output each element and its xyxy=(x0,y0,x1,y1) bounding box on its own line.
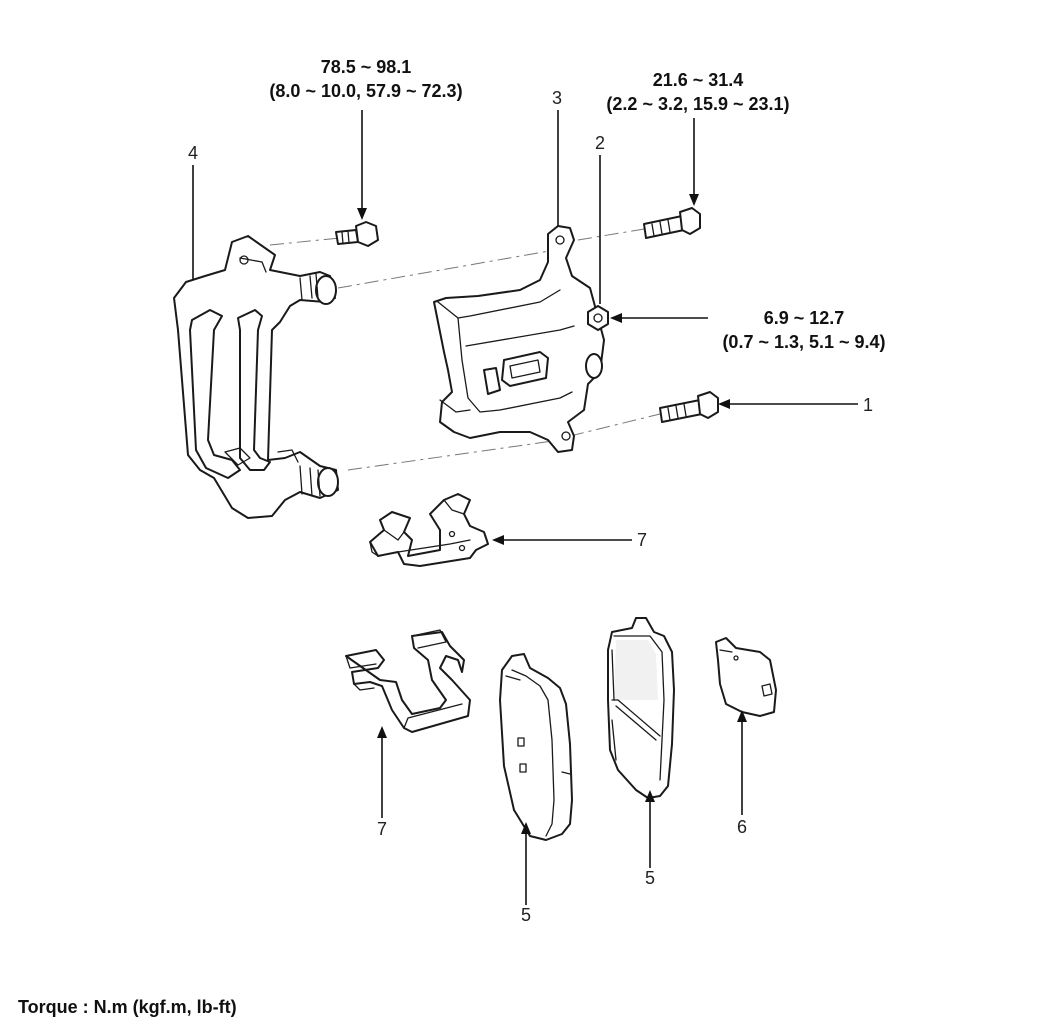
torque-value-nm: 78.5 ~ 98.1 xyxy=(321,57,412,77)
torque-units-note: Torque : N.m (kgf.m, lb-ft) xyxy=(18,997,237,1017)
callout-3: 3 xyxy=(552,88,562,108)
leader-lines xyxy=(192,110,858,905)
callout-4: 4 xyxy=(188,143,198,163)
torque-value-alt: (0.7 ~ 1.3, 5.1 ~ 9.4) xyxy=(722,332,885,352)
callout-1: 1 xyxy=(863,395,873,415)
caliper-carrier-bracket xyxy=(173,235,339,519)
brake-pad-inner xyxy=(499,653,573,841)
assembly-alignment-lines xyxy=(269,227,661,471)
torque-value-alt: (2.2 ~ 3.2, 15.9 ~ 23.1) xyxy=(606,94,789,114)
brake-pad-outer xyxy=(607,617,675,799)
bleeder-screw xyxy=(587,305,609,331)
pad-retainer-clip-lower xyxy=(345,629,471,733)
caliper-housing xyxy=(433,225,605,453)
callout-7-upper-clip: 7 xyxy=(637,530,647,550)
callout-5-inner-pad: 5 xyxy=(521,905,531,925)
torque-label-bleeder-screw: 6.9 ~ 12.7 (0.7 ~ 1.3, 5.1 ~ 9.4) xyxy=(722,308,885,352)
callout-7-lower-clip: 7 xyxy=(377,819,387,839)
pad-retainer-clip-upper xyxy=(369,493,489,567)
torque-label-bracket-bolt: 78.5 ~ 98.1 (8.0 ~ 10.0, 57.9 ~ 72.3) xyxy=(269,57,462,101)
torque-value-nm: 21.6 ~ 31.4 xyxy=(653,70,744,90)
torque-value-alt: (8.0 ~ 10.0, 57.9 ~ 72.3) xyxy=(269,81,462,101)
callout-2: 2 xyxy=(595,133,605,153)
pad-shim xyxy=(715,637,777,717)
guide-rod-bolt-upper xyxy=(643,207,701,239)
torque-label-guide-rod-bolt: 21.6 ~ 31.4 (2.2 ~ 3.2, 15.9 ~ 23.1) xyxy=(606,70,789,114)
callout-5-outer-pad: 5 xyxy=(645,868,655,888)
part-callouts: 1 2 3 4 5 5 6 7 7 xyxy=(188,88,873,925)
guide-rod-bolt-lower xyxy=(659,391,719,423)
torque-value-nm: 6.9 ~ 12.7 xyxy=(764,308,845,328)
callout-6: 6 xyxy=(737,817,747,837)
bracket-mounting-bolt xyxy=(335,221,379,247)
